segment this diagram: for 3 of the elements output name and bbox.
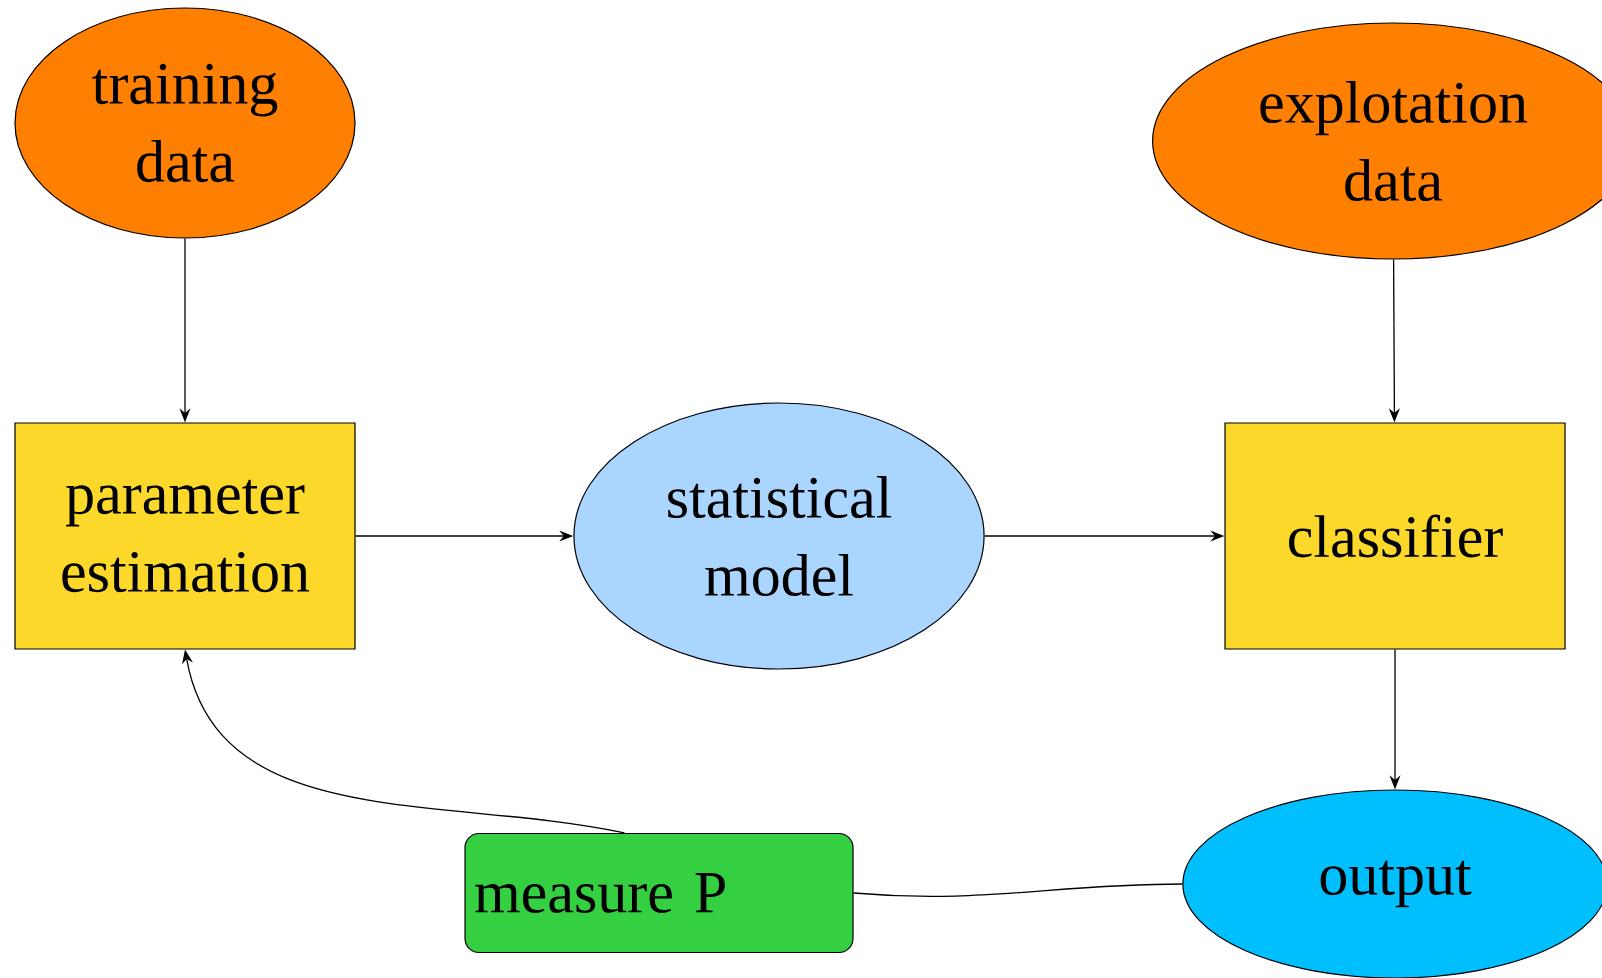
process-box: measure P	[464, 832, 854, 954]
process-box: parameter estimation	[14, 422, 356, 650]
process-box: classifier	[1224, 422, 1566, 650]
